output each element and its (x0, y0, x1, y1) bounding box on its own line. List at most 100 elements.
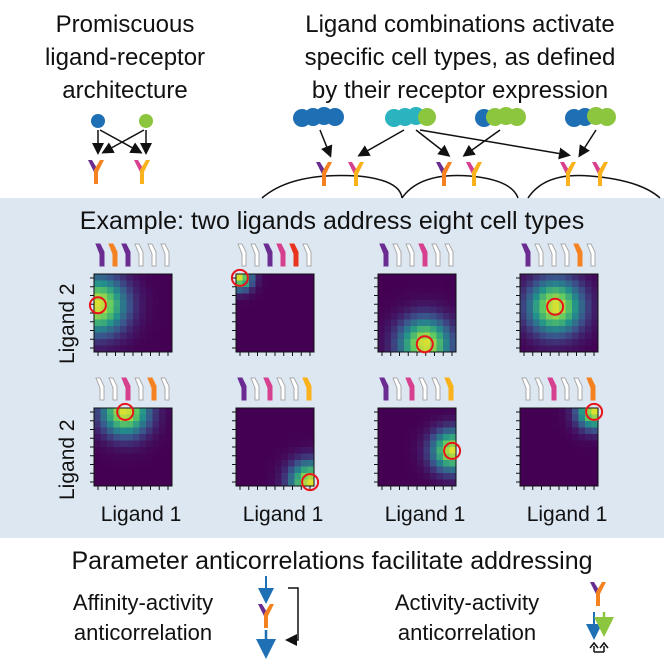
heatmap-cell (281, 300, 289, 307)
heatmap-cell (307, 427, 315, 435)
heatmap-cell (585, 293, 592, 301)
heatmap-cell (107, 414, 114, 422)
heatmap-cell (436, 287, 444, 294)
heatmap-cell (384, 440, 392, 448)
heatmap-cell (94, 345, 101, 353)
heatmap-cell (146, 473, 153, 480)
heatmap-cell (565, 293, 573, 301)
heatmap-cell (410, 280, 418, 288)
heatmap-cell (423, 460, 431, 467)
heatmap-cell (126, 466, 134, 474)
heatmap-cell (404, 319, 411, 327)
heatmap-cell (423, 339, 431, 346)
heatmap-cell (417, 313, 424, 320)
heatmap-cell (133, 460, 140, 467)
heatmap-cell (378, 466, 385, 474)
heatmap-cell (378, 440, 385, 448)
heatmap-cell (262, 421, 269, 428)
heatmap-cell (307, 414, 315, 422)
heatmap-cell (384, 339, 392, 346)
heatmap-cell (565, 440, 573, 448)
heatmap-cell (255, 280, 263, 288)
heatmap-cell (430, 466, 437, 474)
heatmap-cell (423, 440, 431, 448)
heatmap-cell (281, 274, 289, 281)
heatmap-cell (526, 274, 534, 281)
heatmap-cell (288, 319, 295, 327)
heatmap-cell (378, 280, 385, 288)
receptor-mini-icon (560, 377, 570, 401)
heatmap-cell (443, 300, 450, 307)
heatmap-cell (107, 427, 114, 435)
heatmap-cell (578, 280, 586, 288)
heatmap-cell (268, 274, 276, 281)
heatmap-cell (242, 274, 250, 281)
heatmap-cell (294, 345, 302, 353)
heatmap-cell (268, 427, 276, 435)
heatmap-cell (520, 414, 527, 422)
heatmap-cell (100, 453, 108, 461)
heatmap-cell (100, 414, 108, 422)
heatmap-cell (539, 473, 547, 480)
heatmap-cell (255, 345, 263, 353)
heatmap-cell (113, 473, 121, 480)
heatmap-cell (275, 306, 282, 314)
heatmap-cell (397, 293, 405, 301)
heatmap-cell (559, 447, 566, 454)
heatmap-cell (578, 453, 586, 461)
heatmap-cell (159, 440, 166, 448)
heatmap-cell (100, 447, 108, 454)
heatmap-cell (533, 466, 540, 474)
heatmap-cell (533, 274, 540, 281)
heatmap-cell (307, 339, 315, 346)
heatmap-cell (242, 427, 250, 435)
heatmap-cell (165, 313, 173, 320)
heatmap-cell (268, 473, 276, 480)
heatmap-cell (159, 300, 166, 307)
heatmap-cell (533, 427, 540, 435)
heatmap-cell (262, 287, 269, 294)
heatmap-cell (546, 440, 553, 448)
heatmap-cell (307, 313, 315, 320)
heatmap-cell (255, 427, 263, 435)
heatmap-cell (565, 345, 573, 353)
heatmap-cell (100, 280, 108, 288)
heatmap-cell (165, 453, 173, 461)
heatmap-cell (526, 479, 534, 487)
heatmap-cell (539, 479, 547, 487)
heatmap-cell (585, 466, 592, 474)
heatmap-cell (533, 414, 540, 422)
heatmap-cell (565, 466, 573, 474)
heatmap-cell (275, 408, 282, 415)
heatmap-cell (585, 332, 592, 340)
heatmap-cell (391, 414, 398, 422)
heatmap-cell (281, 319, 289, 327)
heatmap-cell (436, 414, 444, 422)
heatmap-cell (107, 473, 114, 480)
heatmap-cell (410, 326, 418, 333)
heatmap-cell (533, 287, 540, 294)
heatmap-cell (301, 274, 308, 281)
heatmap-cell (146, 466, 153, 474)
heatmap-cell (572, 479, 579, 487)
heatmap-cell (430, 306, 437, 314)
receptor-2-icon (134, 160, 150, 184)
heatmap-cell (139, 408, 147, 415)
heatmap-cell (378, 319, 385, 327)
heatmap-cell (249, 447, 256, 454)
heatmap-cell (146, 453, 153, 461)
heatmap-cell (107, 332, 114, 340)
heatmap-cell (268, 326, 276, 333)
heatmap-cell (565, 414, 573, 422)
heatmap-cell (449, 408, 457, 415)
heatmap-cell (126, 326, 134, 333)
heatmap-cell (423, 293, 431, 301)
cell-membrane-2 (401, 174, 519, 199)
receptor-mini-icon (444, 377, 454, 401)
heatmap-cell (417, 453, 424, 461)
heatmap-cell (378, 453, 385, 461)
heatmap-cell (262, 473, 269, 480)
heatmap-cell (591, 479, 599, 487)
heatmap-cell (520, 332, 527, 340)
heatmap-cell (307, 319, 315, 327)
